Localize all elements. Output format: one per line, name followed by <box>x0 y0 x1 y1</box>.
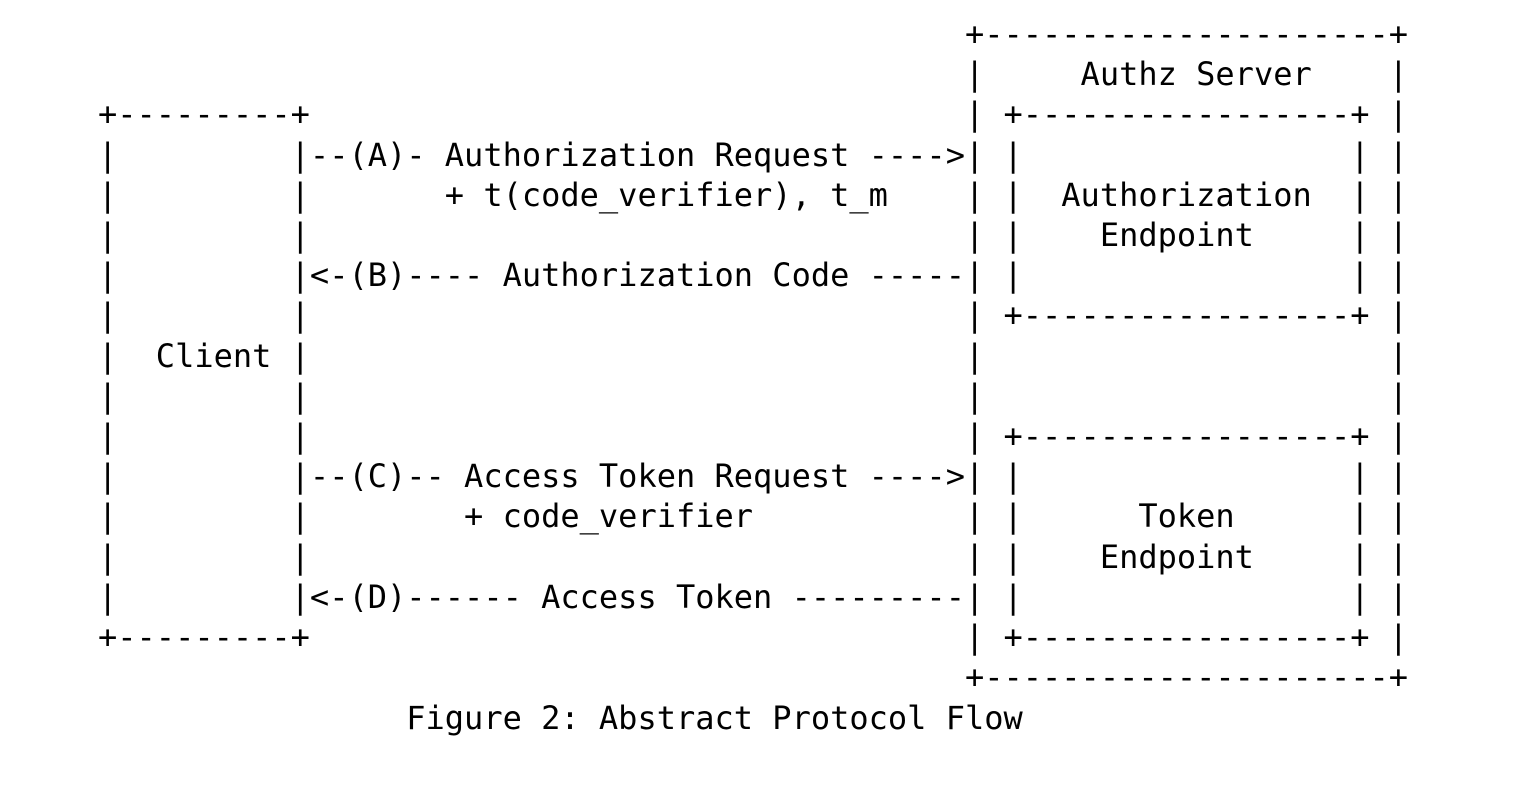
figure-caption: Figure 2: Abstract Protocol Flow <box>98 699 1023 737</box>
ascii-protocol-flow-diagram: +---------------------+ | Authz Server |… <box>98 15 1409 697</box>
